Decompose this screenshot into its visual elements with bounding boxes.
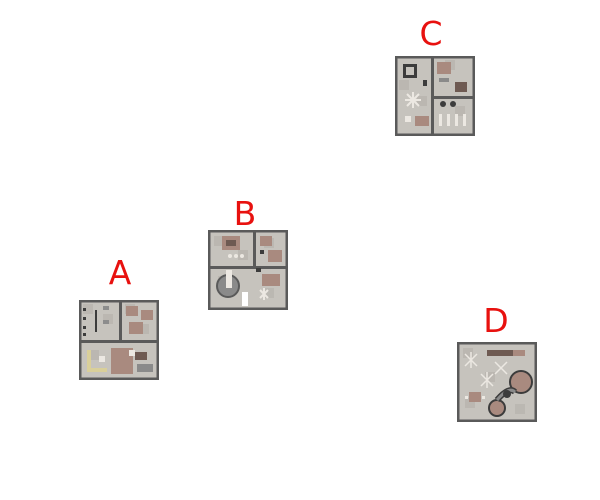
map-tile-c[interactable] — [395, 56, 475, 136]
map-tile-d[interactable] — [457, 342, 537, 422]
map-label-b: B — [233, 194, 257, 233]
map-tile-b[interactable] — [208, 230, 288, 310]
map-label-a: A — [108, 253, 132, 292]
map-label-c: C — [419, 14, 443, 53]
map-label-d: D — [483, 301, 509, 340]
map-tile-a[interactable] — [79, 300, 159, 380]
